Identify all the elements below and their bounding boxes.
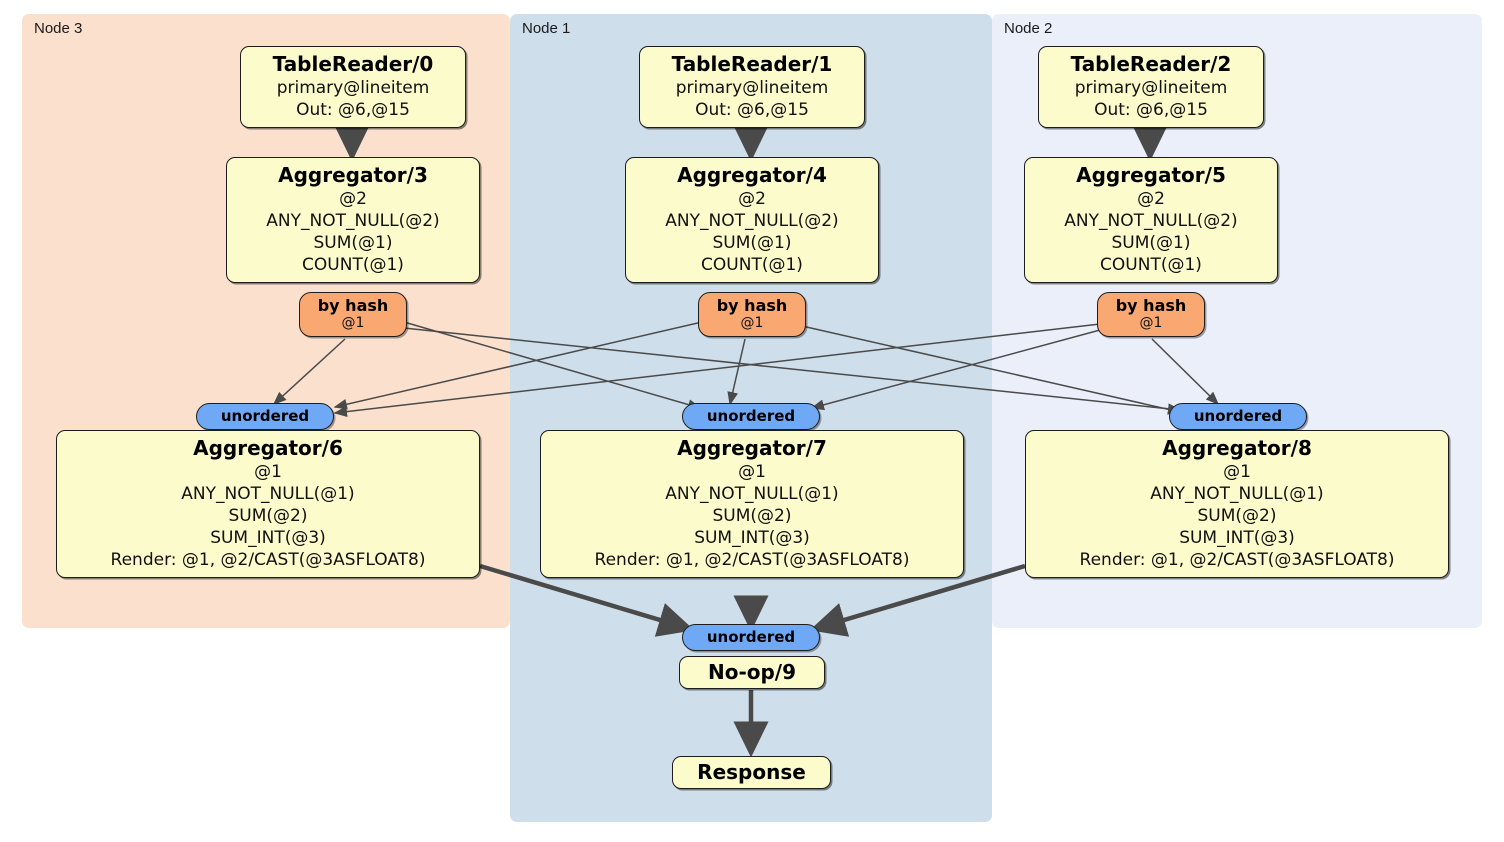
synchronizer-unordered-8[interactable]: unordered — [1169, 403, 1307, 430]
processor-tablereader-2[interactable]: TableReader/2 primary@lineitem Out: @6,@… — [1038, 46, 1264, 128]
processor-line: ANY_NOT_NULL(@2) — [665, 211, 839, 231]
processor-line: @2 — [1137, 189, 1165, 209]
processor-line: SUM_INT(@3) — [210, 528, 326, 548]
processor-line: SUM(@1) — [712, 233, 792, 253]
processor-title: TableReader/2 — [1070, 52, 1232, 76]
processor-line: SUM(@1) — [1111, 233, 1191, 253]
processor-line: SUM(@1) — [313, 233, 393, 253]
processor-tablereader-0[interactable]: TableReader/0 primary@lineitem Out: @6,@… — [240, 46, 466, 128]
processor-aggregator-5[interactable]: Aggregator/5 @2 ANY_NOT_NULL(@2) SUM(@1)… — [1024, 157, 1278, 283]
processor-aggregator-4[interactable]: Aggregator/4 @2 ANY_NOT_NULL(@2) SUM(@1)… — [625, 157, 879, 283]
processor-line: SUM(@2) — [228, 506, 308, 526]
processor-title: No-op/9 — [707, 660, 797, 684]
region-node-1-label: Node 1 — [522, 20, 571, 37]
processor-title: TableReader/1 — [671, 52, 833, 76]
processor-line: Render: @1, @2/CAST(@3ASFLOAT8) — [594, 550, 910, 570]
processor-line: COUNT(@1) — [302, 255, 404, 275]
router-by-hash-3[interactable]: by hash @1 — [299, 292, 407, 337]
processor-line: Render: @1, @2/CAST(@3ASFLOAT8) — [1079, 550, 1395, 570]
processor-line: @1 — [254, 462, 282, 482]
processor-aggregator-6[interactable]: Aggregator/6 @1 ANY_NOT_NULL(@1) SUM(@2)… — [56, 430, 480, 578]
processor-line: Out: @6,@15 — [1094, 100, 1208, 120]
processor-line: SUM(@2) — [1197, 506, 1277, 526]
processor-title: Response — [697, 760, 806, 784]
synchronizer-unordered-6[interactable]: unordered — [196, 403, 334, 430]
processor-line: ANY_NOT_NULL(@1) — [1150, 484, 1324, 504]
processor-aggregator-3[interactable]: Aggregator/3 @2 ANY_NOT_NULL(@2) SUM(@1)… — [226, 157, 480, 283]
processor-line: COUNT(@1) — [701, 255, 803, 275]
processor-line: Render: @1, @2/CAST(@3ASFLOAT8) — [110, 550, 426, 570]
router-by-hash-5[interactable]: by hash @1 — [1097, 292, 1205, 337]
processor-line: COUNT(@1) — [1100, 255, 1202, 275]
processor-title: Aggregator/8 — [1162, 436, 1312, 460]
processor-title: TableReader/0 — [272, 52, 434, 76]
router-title: by hash — [716, 296, 788, 315]
processor-line: primary@lineitem — [276, 78, 430, 98]
processor-aggregator-8[interactable]: Aggregator/8 @1 ANY_NOT_NULL(@1) SUM(@2)… — [1025, 430, 1449, 578]
router-subtitle: @1 — [1139, 315, 1163, 331]
processor-title: Aggregator/4 — [677, 163, 827, 187]
processor-tablereader-1[interactable]: TableReader/1 primary@lineitem Out: @6,@… — [639, 46, 865, 128]
processor-title: Aggregator/5 — [1076, 163, 1226, 187]
processor-title: Aggregator/6 — [193, 436, 343, 460]
processor-line: SUM(@2) — [712, 506, 792, 526]
processor-aggregator-7[interactable]: Aggregator/7 @1 ANY_NOT_NULL(@1) SUM(@2)… — [540, 430, 964, 578]
processor-line: @2 — [738, 189, 766, 209]
processor-title: Aggregator/7 — [677, 436, 827, 460]
router-subtitle: @1 — [740, 315, 764, 331]
synchronizer-unordered-7[interactable]: unordered — [682, 403, 820, 430]
processor-line: Out: @6,@15 — [296, 100, 410, 120]
processor-line: @1 — [1223, 462, 1251, 482]
processor-title: Aggregator/3 — [278, 163, 428, 187]
processor-line: ANY_NOT_NULL(@1) — [665, 484, 839, 504]
processor-line: SUM_INT(@3) — [1179, 528, 1295, 548]
processor-line: SUM_INT(@3) — [694, 528, 810, 548]
processor-response[interactable]: Response — [672, 756, 831, 789]
router-title: by hash — [317, 296, 389, 315]
processor-line: ANY_NOT_NULL(@2) — [266, 211, 440, 231]
processor-line: Out: @6,@15 — [695, 100, 809, 120]
router-by-hash-4[interactable]: by hash @1 — [698, 292, 806, 337]
router-title: by hash — [1115, 296, 1187, 315]
synchronizer-unordered-9[interactable]: unordered — [682, 624, 820, 651]
region-node-2-label: Node 2 — [1004, 20, 1053, 37]
processor-line: ANY_NOT_NULL(@1) — [181, 484, 355, 504]
region-node-3-label: Node 3 — [34, 20, 83, 37]
processor-line: ANY_NOT_NULL(@2) — [1064, 211, 1238, 231]
processor-line: @2 — [339, 189, 367, 209]
processor-no-op-9[interactable]: No-op/9 — [679, 656, 825, 689]
processor-line: primary@lineitem — [1074, 78, 1228, 98]
processor-line: @1 — [738, 462, 766, 482]
router-subtitle: @1 — [341, 315, 365, 331]
processor-line: primary@lineitem — [675, 78, 829, 98]
